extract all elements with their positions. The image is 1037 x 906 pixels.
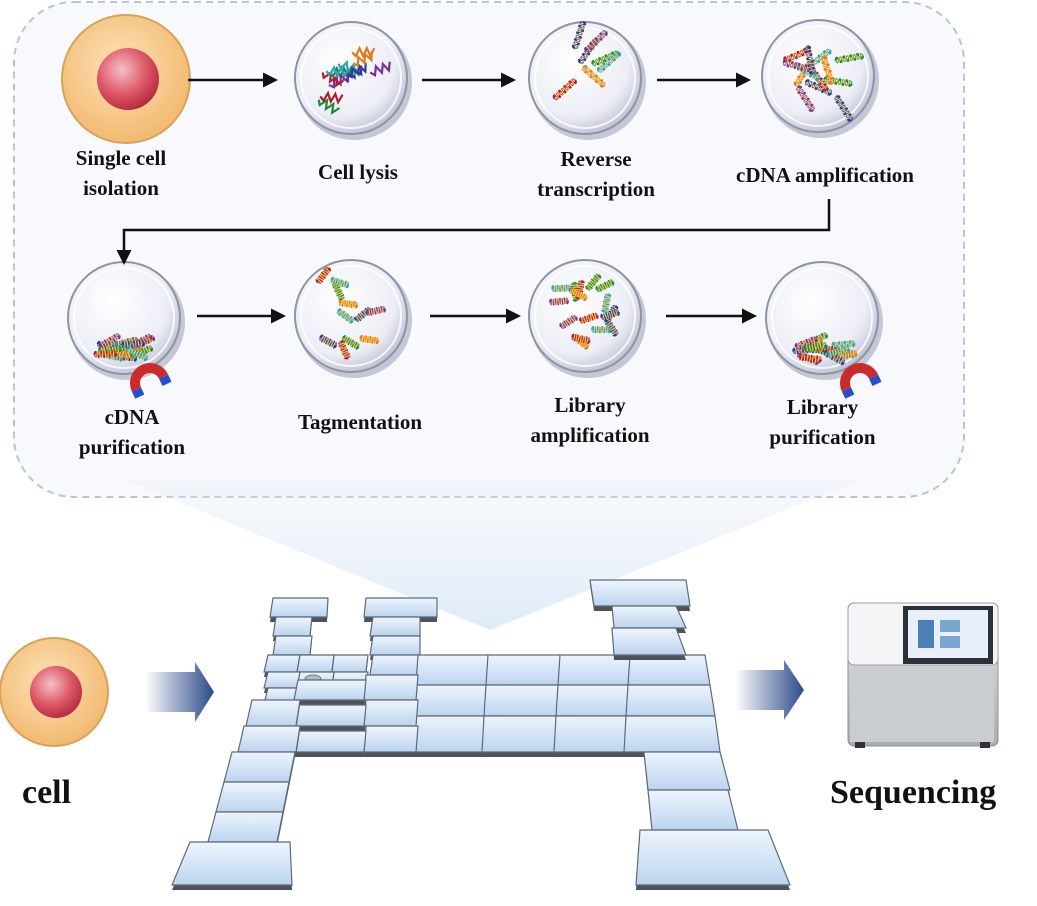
chip-tile xyxy=(612,628,686,655)
step-label-line2: isolation xyxy=(46,173,196,203)
chip-tile xyxy=(273,636,312,655)
sequencing-label: Sequencing xyxy=(830,774,996,812)
cell-icon xyxy=(0,638,108,746)
chip-tile xyxy=(264,655,300,672)
chip-tile xyxy=(208,812,283,842)
step-label-line1: Cell lysis xyxy=(283,157,433,187)
step-label-line1: Tagmentation xyxy=(270,407,450,437)
chip-tile xyxy=(626,685,715,716)
chip-tile xyxy=(648,790,738,830)
chip-tile xyxy=(624,716,720,752)
chip-tile xyxy=(264,672,300,688)
step-label-cell-lysis: Cell lysis xyxy=(283,157,433,187)
step-label-line1: Library xyxy=(740,392,905,422)
step-label-line2: purification xyxy=(52,432,212,462)
step-label-line2: transcription xyxy=(506,174,686,204)
chip-tile xyxy=(636,830,790,885)
chip-tile xyxy=(246,700,300,726)
step-label-single-cell-isolation: Single cell isolation xyxy=(46,143,196,203)
chip-tile xyxy=(370,655,420,675)
chip-tile xyxy=(364,675,418,700)
step-label-tagmentation: Tagmentation xyxy=(270,407,450,437)
chip-tile xyxy=(416,655,493,685)
chip-tile xyxy=(297,655,334,672)
chevron-arrow-icon xyxy=(735,660,804,720)
step-label-cdna-purification: cDNA purification xyxy=(52,402,212,462)
chip-tile xyxy=(612,606,686,628)
step-label-library-amplification: Library amplification xyxy=(505,390,675,450)
sequencer-icon xyxy=(848,603,998,748)
step-label-line1: Reverse xyxy=(506,144,686,174)
chip-tile xyxy=(294,731,366,752)
chip-tile xyxy=(294,705,366,726)
step-label-reverse-transcription: Reverse transcription xyxy=(506,144,686,204)
chip-tile xyxy=(238,726,300,752)
step-label-line1: cDNA xyxy=(52,402,212,432)
step-label-cdna-amplification: cDNA amplification xyxy=(705,160,945,190)
chip-tile xyxy=(216,782,289,812)
chip-tile xyxy=(486,655,565,685)
step-label-line1: Library xyxy=(505,390,675,420)
single-cell-icon xyxy=(62,15,190,143)
chip-tile xyxy=(224,752,295,782)
chip-tile xyxy=(364,700,418,726)
chip-tile xyxy=(590,580,690,606)
chip-tile xyxy=(364,726,418,752)
step-label-line1: cDNA amplification xyxy=(705,160,945,190)
step-label-line1: Single cell xyxy=(46,143,196,173)
step-label-line2: amplification xyxy=(505,420,675,450)
chip-tile xyxy=(644,752,730,790)
step-label-library-purification: Library purification xyxy=(740,392,905,452)
microfluidic-chip xyxy=(172,580,790,890)
chip-tile xyxy=(370,636,420,655)
chip-tile xyxy=(172,842,292,885)
cell-label: cell xyxy=(22,774,71,812)
chip-tile xyxy=(332,655,368,672)
chevron-arrow-icon xyxy=(145,662,214,722)
chip-tile xyxy=(294,680,366,700)
chip-tile xyxy=(270,598,328,617)
chip-tile xyxy=(273,617,312,636)
projection-beam xyxy=(125,480,860,630)
chip-tile xyxy=(370,617,420,636)
chip-tile xyxy=(364,598,437,617)
step-label-line2: purification xyxy=(740,422,905,452)
